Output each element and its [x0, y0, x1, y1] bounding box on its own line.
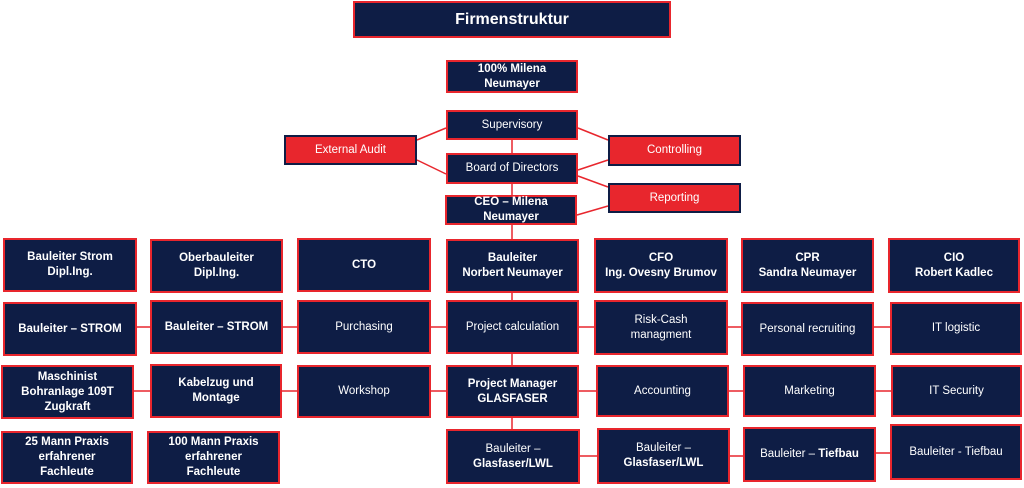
node-project-manager: Project Manager GLASFASER — [446, 365, 579, 418]
node-external-audit: External Audit — [284, 135, 417, 165]
node-project-calculation: Project calculation — [446, 300, 579, 354]
label-part-2: Tiefbau — [818, 448, 859, 460]
node-board-of-directors: Board of Directors — [446, 153, 578, 184]
chart-title: Firmenstruktur — [353, 1, 671, 38]
link-board-controlling — [577, 159, 609, 171]
node-100-mann: 100 Mann Praxis erfahrener Fachleute — [147, 431, 280, 484]
node-bauleiter-strom-dipl: Bauleiter Strom Dipl.Ing. — [3, 238, 137, 292]
node-owner: 100% Milena Neumayer — [446, 60, 578, 93]
node-cto: CTO — [297, 238, 431, 292]
node-personal-recruiting: Personal recruiting — [741, 302, 874, 356]
node-workshop: Workshop — [297, 365, 431, 418]
node-risk-cash: Risk-Cash managment — [594, 300, 728, 355]
node-bauleiter-glasfaser-1: Bauleiter – Glasfaser/LWL — [446, 429, 580, 484]
node-bauleiter-tiefbau-2: Bauleiter - Tiefbau — [890, 424, 1022, 480]
link-audit-supervisory — [416, 127, 447, 141]
node-maschinist: Maschinist Bohranlage 109T Zugkraft — [1, 365, 134, 419]
node-bauleiter-strom-2: Bauleiter – STROM — [150, 300, 283, 354]
label-line-1: Bauleiter – — [485, 442, 541, 455]
link-board-reporting — [577, 175, 609, 188]
node-cio: CIO Robert Kadlec — [888, 238, 1020, 293]
node-supervisory: Supervisory — [446, 110, 578, 140]
node-marketing: Marketing — [743, 365, 876, 417]
node-ceo: CEO – Milena Neumayer — [445, 195, 577, 225]
node-bauleiter-strom-1: Bauleiter – STROM — [3, 302, 137, 356]
node-it-logistic: IT logistic — [890, 302, 1022, 355]
label-part-1: Bauleiter – — [760, 448, 819, 460]
label-line-2: Glasfaser/LWL — [473, 457, 553, 470]
node-reporting: Reporting — [608, 183, 741, 213]
node-controlling: Controlling — [608, 135, 741, 166]
node-cfo: CFO Ing. Ovesny Brumov — [594, 238, 728, 293]
node-oberbauleiter: Oberbauleiter Dipl.Ing. — [150, 239, 283, 293]
node-cpr: CPR Sandra Neumayer — [741, 238, 874, 293]
link-audit-board — [416, 159, 447, 175]
node-bauleiter-glasfaser-2: Bauleiter – Glasfaser/LWL — [597, 428, 730, 484]
node-it-security: IT Security — [891, 365, 1022, 417]
node-bauleiter-tiefbau-1: Bauleiter – Tiefbau — [743, 427, 876, 482]
node-bauleiter-norbert: Bauleiter Norbert Neumayer — [446, 239, 579, 293]
label-line-2: Glasfaser/LWL — [623, 457, 704, 469]
node-purchasing: Purchasing — [297, 300, 431, 354]
node-kabelzug: Kabelzug und Montage — [150, 364, 282, 418]
node-25-mann: 25 Mann Praxis erfahrener Fachleute — [1, 431, 133, 484]
link-supervisory-controlling — [577, 127, 609, 141]
link-ceo-reporting — [576, 205, 609, 216]
label-line-1: Bauleiter – — [636, 442, 691, 454]
node-accounting: Accounting — [596, 365, 729, 417]
